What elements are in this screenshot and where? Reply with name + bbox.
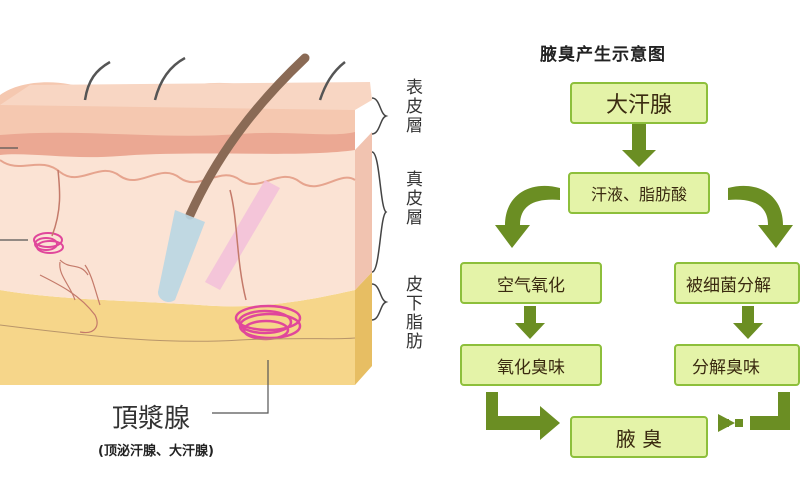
arrow-dash	[735, 419, 743, 427]
dermis-brace	[371, 151, 388, 273]
dermis-base-line	[0, 324, 356, 342]
apocrine-gland-sublabel: (顶泌汗腺、大汗腺)	[98, 444, 214, 459]
arrow-down	[515, 306, 545, 339]
apocrine-gland	[234, 304, 302, 341]
label-epidermis: 表皮層	[402, 78, 422, 135]
hair	[318, 61, 346, 101]
dermis-side-face	[355, 132, 372, 290]
box-bacterial-decomposition: 被细菌分解	[674, 262, 800, 304]
label-subcutaneous-fat: 皮下脂肪	[402, 275, 422, 351]
arrow-elbow-right-head	[718, 414, 735, 432]
box-decomposed-odor: 分解臭味	[674, 344, 800, 386]
eccrine-gland	[33, 232, 64, 254]
hair-shaft	[185, 53, 310, 220]
fat-side-face	[355, 272, 372, 385]
hair	[153, 56, 186, 101]
hair-follicle	[158, 210, 205, 303]
subcutaneous-brace	[371, 283, 389, 321]
gland-duct	[229, 189, 247, 301]
arrow-curved-left	[495, 185, 560, 248]
hair	[83, 60, 111, 101]
box-air-oxidation: 空气氧化	[460, 262, 602, 304]
skin-cross-section	[0, 53, 372, 414]
epidermis-band	[0, 132, 355, 158]
arrow-elbow-right	[750, 392, 790, 430]
flowchart-title: 腋臭产生示意图	[540, 45, 666, 65]
nerve-fibers	[59, 259, 101, 306]
box-apocrine-gland: 大汗腺	[570, 82, 708, 124]
gland-label-connector	[212, 360, 269, 414]
label-dermis: 真皮層	[402, 170, 422, 227]
eccrine-duct	[51, 169, 61, 237]
arrow-down	[733, 306, 763, 339]
arrow-curved-right	[728, 185, 793, 248]
sweat-duct	[205, 180, 280, 290]
box-sweat-fatty-acid: 汗液、脂肪酸	[568, 172, 710, 214]
subcutaneous-fat-layer	[0, 290, 355, 385]
box-oxidized-odor: 氧化臭味	[460, 344, 602, 386]
epidermis-brace	[371, 97, 389, 135]
arrow-elbow-left	[486, 392, 560, 440]
box-body-odor: 腋 臭	[570, 416, 708, 458]
vessel	[39, 274, 98, 334]
arrow-down	[622, 124, 656, 167]
arrow-dash	[721, 419, 729, 427]
dermal-papillae	[0, 159, 356, 188]
apocrine-gland-label: 頂漿腺	[112, 404, 191, 434]
